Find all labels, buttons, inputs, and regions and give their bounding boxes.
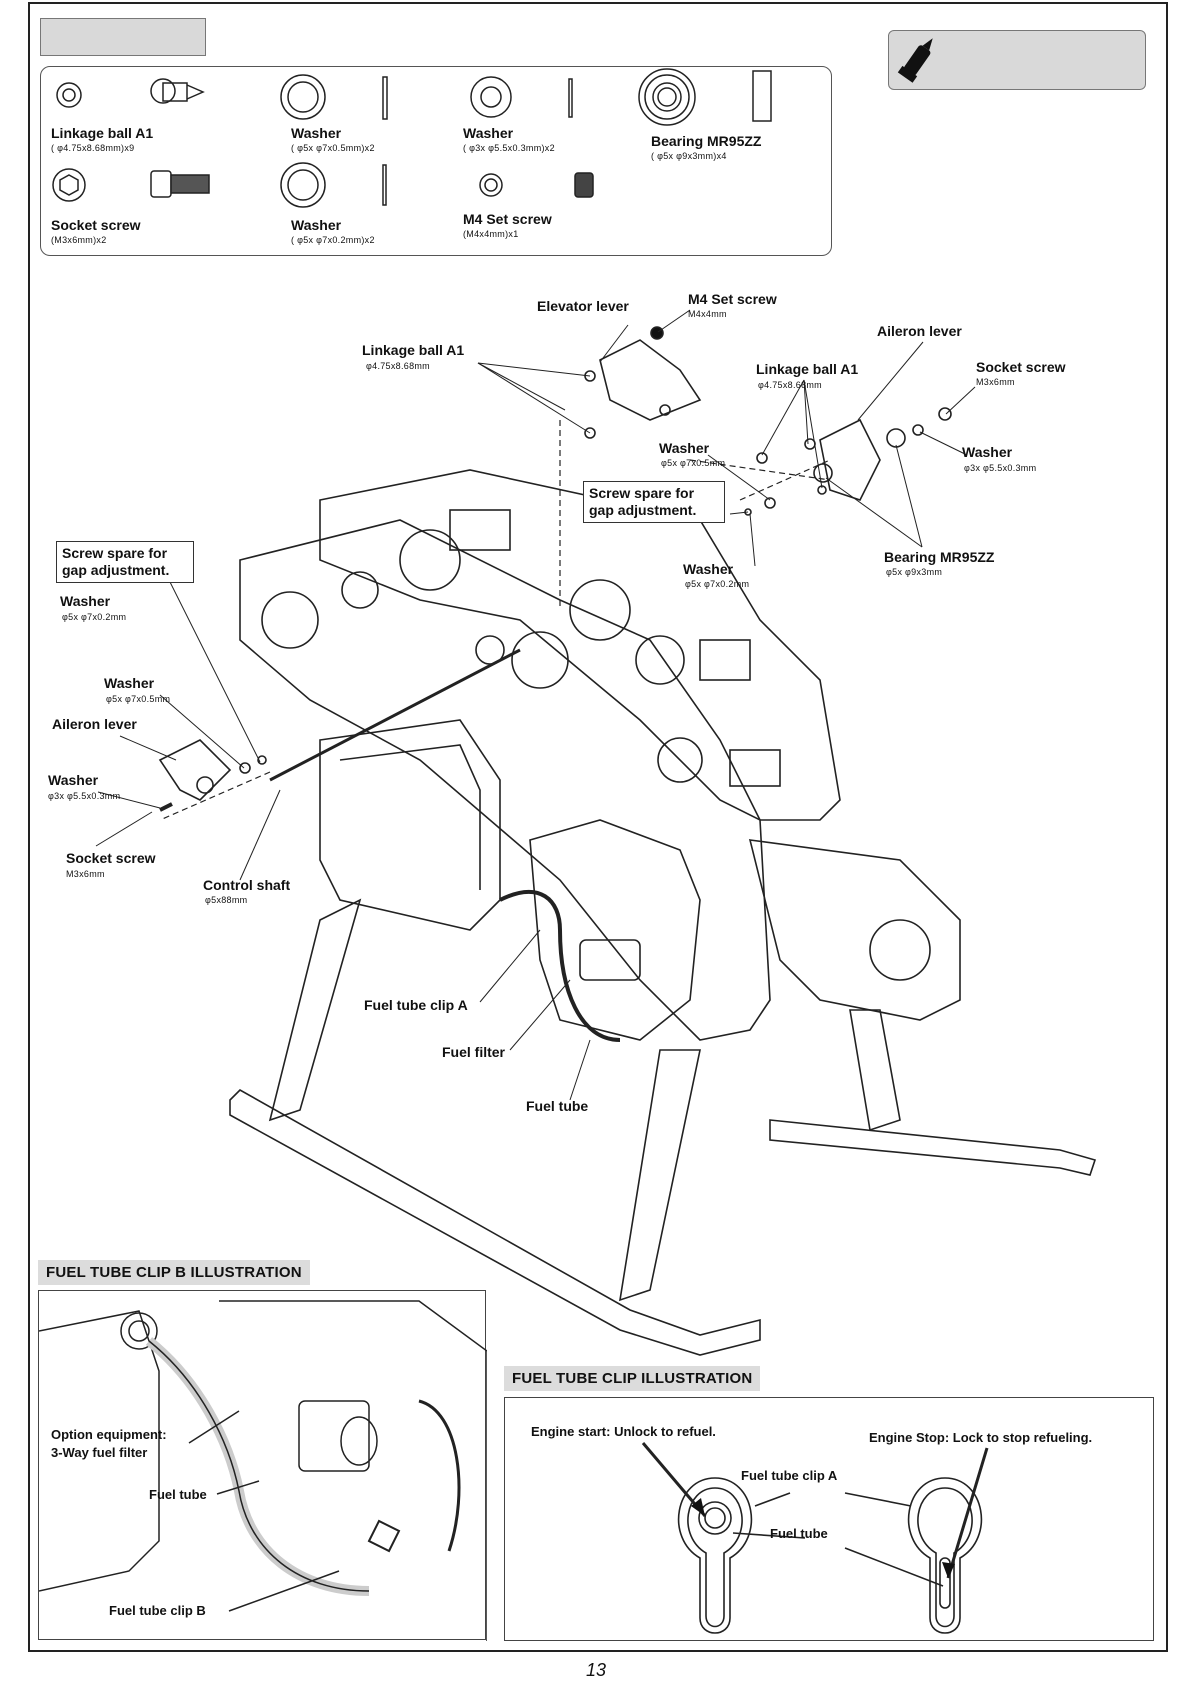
linkage-ball-label: Linkage ball A1 xyxy=(362,342,465,358)
screw-spare-note: Screw spare for gap adjustment. xyxy=(56,541,194,583)
part-name: Socket screw xyxy=(51,217,141,233)
engine-start-label: Engine start: Unlock to refuel. xyxy=(531,1424,716,1439)
linkage-ball-spec: φ4.75x8.68mm xyxy=(758,380,822,390)
clip-locked xyxy=(907,1477,983,1634)
screw-spare-note: Screw spare for gap adjustment. xyxy=(583,481,725,523)
washer-icon xyxy=(470,76,573,118)
part-spec: (M3x6mm)x2 xyxy=(51,235,107,245)
strut xyxy=(619,1049,701,1302)
part-spec: (M4x4mm)x1 xyxy=(463,229,519,239)
fuel-tank xyxy=(319,719,501,931)
m4-set-screw-label: M4 Set screw xyxy=(688,291,777,307)
fuel-tube-label: Fuel tube xyxy=(149,1487,207,1502)
washer-icon xyxy=(280,162,387,208)
cooling-shroud xyxy=(748,839,961,1021)
part-spec: ( φ5x φ7x0.2mm)x2 xyxy=(291,235,375,245)
washer-icon xyxy=(280,74,388,120)
linkage-ball-label: Linkage ball A1 xyxy=(756,361,859,377)
linkage-ball-spec: φ4.75x8.68mm xyxy=(366,361,430,371)
option-equipment-label: Option equipment: xyxy=(51,1427,167,1442)
strut xyxy=(268,898,362,1122)
frame-plate-front xyxy=(239,519,771,1041)
fuel-tube-label: Fuel tube xyxy=(526,1098,589,1114)
step-header-tab xyxy=(40,18,206,56)
engine-stop-label: Engine Stop: Lock to stop refueling. xyxy=(869,1430,1093,1445)
three-way-filter-label: 3-Way fuel filter xyxy=(51,1445,148,1460)
washer-spec: φ5x φ7x0.5mm xyxy=(106,694,171,704)
elevator-lever xyxy=(599,339,702,421)
aileron-lever-label: Aileron lever xyxy=(52,716,137,732)
fuel-tube-clip-b-label: Fuel tube clip B xyxy=(109,1603,206,1618)
part-spec: ( φ5x φ7x0.5mm)x2 xyxy=(291,143,375,153)
washer-spec: φ5x φ7x0.2mm xyxy=(685,579,750,589)
bearing-label: Bearing MR95ZZ xyxy=(884,549,995,565)
clip-section-title: FUEL TUBE CLIP ILLUSTRATION xyxy=(504,1366,761,1391)
landing-skid-right xyxy=(769,1119,1097,1176)
socket-screw-spec: M3x6mm xyxy=(66,869,105,879)
aileron-lever-label: Aileron lever xyxy=(877,323,962,339)
part-name: Linkage ball A1 xyxy=(51,125,154,141)
parts-drawings xyxy=(52,68,772,208)
page-number: 13 xyxy=(585,1660,607,1680)
socket-screw-label: Socket screw xyxy=(66,850,156,866)
bearing-icon xyxy=(638,68,772,126)
washer-label: Washer xyxy=(60,593,111,609)
m4-set-screw-spec: M4x4mm xyxy=(688,309,727,319)
clip-b-section-title: FUEL TUBE CLIP B ILLUSTRATION xyxy=(38,1260,310,1285)
set-screw-icon xyxy=(479,172,594,198)
aileron-lever-right xyxy=(819,418,881,501)
fuel-tube xyxy=(499,889,621,1042)
linkage-ball-icon xyxy=(56,78,205,108)
aileron-lever-left xyxy=(158,739,232,801)
washer-spec: φ5x φ7x0.5mm xyxy=(661,458,726,468)
engine xyxy=(529,819,701,1041)
part-spec: ( φ4.75x8.68mm)x9 xyxy=(51,143,135,153)
washer-label: Washer xyxy=(48,772,99,788)
washer-spec: φ3x φ5.5x0.3mm xyxy=(964,463,1037,473)
part-name: M4 Set screw xyxy=(463,211,552,227)
washer-label: Washer xyxy=(104,675,155,691)
part-spec: ( φ5x φ9x3mm)x4 xyxy=(651,151,727,161)
clip-unlocked xyxy=(677,1477,753,1634)
elevator-lever-label: Elevator lever xyxy=(537,298,629,314)
strut xyxy=(849,1009,901,1132)
socket-screw-label: Socket screw xyxy=(976,359,1066,375)
part-name: Bearing MR95ZZ xyxy=(651,133,762,149)
control-shaft-label: Control shaft xyxy=(203,877,291,893)
socket-screw-icon xyxy=(52,168,210,202)
fuel-tube-clip-a-label: Fuel tube clip A xyxy=(364,997,468,1013)
page-frame xyxy=(28,2,1168,1652)
bearing-spec: φ5x φ9x3mm xyxy=(886,567,943,577)
socket-screw-spec: M3x6mm xyxy=(976,377,1015,387)
washer-spec: φ3x φ5.5x0.3mm xyxy=(48,791,121,801)
clip-drawing xyxy=(641,1442,989,1634)
parts-list-box: Linkage ball A1 ( φ4.75x8.68mm)x9 Washer… xyxy=(40,66,832,256)
washer-spec: φ5x φ7x0.2mm xyxy=(62,612,127,622)
clip-b-inset: Option equipment: 3-Way fuel filter Fuel… xyxy=(38,1290,487,1641)
part-name: Washer xyxy=(291,217,342,233)
clip-b-drawing xyxy=(39,1300,487,1641)
part-name: Washer xyxy=(463,125,514,141)
part-spec: ( φ3x φ5.5x0.3mm)x2 xyxy=(463,143,555,153)
control-shaft-spec: φ5x88mm xyxy=(205,895,248,905)
landing-skid-left xyxy=(229,1089,761,1356)
fuel-filter-label: Fuel filter xyxy=(442,1044,506,1060)
frame-plate-rear xyxy=(319,469,841,821)
clip-inset: Engine start: Unlock to refuel. Engine S… xyxy=(504,1397,1154,1641)
threadlock-note-box xyxy=(888,30,1146,90)
part-name: Washer xyxy=(291,125,342,141)
washer-label: Washer xyxy=(659,440,710,456)
washer-label: Washer xyxy=(962,444,1013,460)
threadlock-bottle-icon xyxy=(897,38,933,83)
fuel-tube-clip-a-label: Fuel tube clip A xyxy=(741,1468,838,1483)
washer-label: Washer xyxy=(683,561,734,577)
fuel-tube-label: Fuel tube xyxy=(770,1526,828,1541)
